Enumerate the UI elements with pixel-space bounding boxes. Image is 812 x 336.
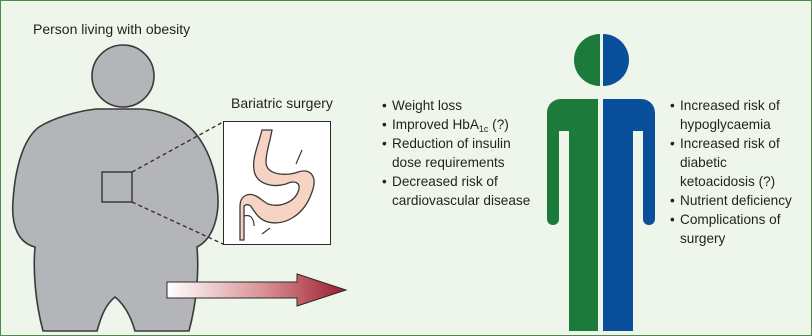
risk-item: Nutrient deficiency (670, 191, 805, 210)
figure-title: Person living with obesity (33, 21, 190, 37)
stomach-icon (224, 122, 329, 243)
surgery-label: Bariatric surgery (231, 95, 333, 111)
risk-item: Complications of surgery (670, 210, 805, 248)
stomach-inset (223, 121, 331, 245)
benefit-item: Improved HbA1c (?) (382, 115, 532, 134)
risk-item: Increased risk of diabetic ketoacidosis … (670, 134, 805, 191)
benefit-item: Reduction of insulin dose requirements (382, 134, 532, 172)
risks-list: Increased risk of hypoglycaemia Increase… (670, 96, 805, 248)
benefit-item: Decreased risk of cardiovascular disease (382, 172, 532, 210)
risk-item: Increased risk of hypoglycaemia (670, 96, 805, 134)
person-green-half (547, 34, 600, 331)
person-blue-half (603, 34, 655, 331)
person-head (92, 45, 154, 107)
benefit-item: Weight loss (382, 96, 532, 115)
benefits-list: Weight loss Improved HbA1c (?) Reduction… (382, 96, 532, 210)
